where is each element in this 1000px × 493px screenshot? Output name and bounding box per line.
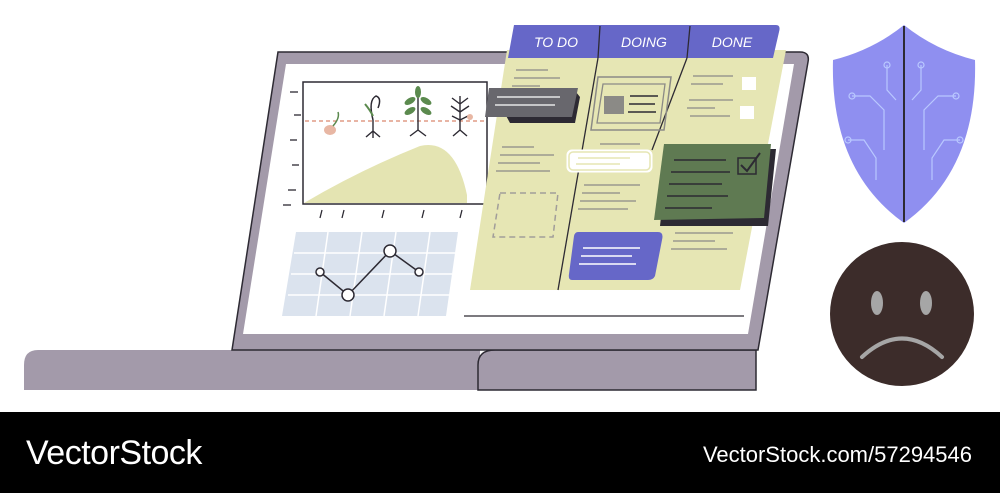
axis-ticks — [283, 91, 463, 219]
line-chart-icon — [282, 231, 458, 317]
tab-todo[interactable]: TO DO — [534, 34, 578, 50]
sad-face-icon — [830, 242, 974, 386]
white-task-card[interactable] — [566, 149, 653, 173]
plant-growth-panel — [283, 81, 488, 219]
green-done-card[interactable] — [654, 144, 776, 226]
grey-task-card[interactable] — [485, 88, 580, 123]
image-url: VectorStock.com/57294546 — [702, 442, 972, 467]
checkbox-checked-icon — [737, 152, 761, 175]
tab-doing[interactable]: DOING — [621, 34, 667, 50]
shield-icon — [832, 25, 976, 223]
brand-logo: VectorStock — [26, 434, 202, 472]
footer-bar: VectorStock VectorStock.com/57294546 — [0, 412, 1000, 493]
laptop-base — [24, 349, 757, 391]
doing-image-card[interactable] — [590, 76, 672, 131]
kanban-header — [508, 25, 780, 58]
blue-task-card[interactable] — [568, 232, 663, 280]
illustration: TO DO DOING DONE — [24, 25, 976, 391]
tab-done[interactable]: DONE — [712, 34, 753, 50]
empty-card-placeholder[interactable] — [492, 192, 559, 238]
plant-growth-icon — [324, 86, 473, 138]
kanban-board: TO DO DOING DONE — [464, 25, 786, 317]
